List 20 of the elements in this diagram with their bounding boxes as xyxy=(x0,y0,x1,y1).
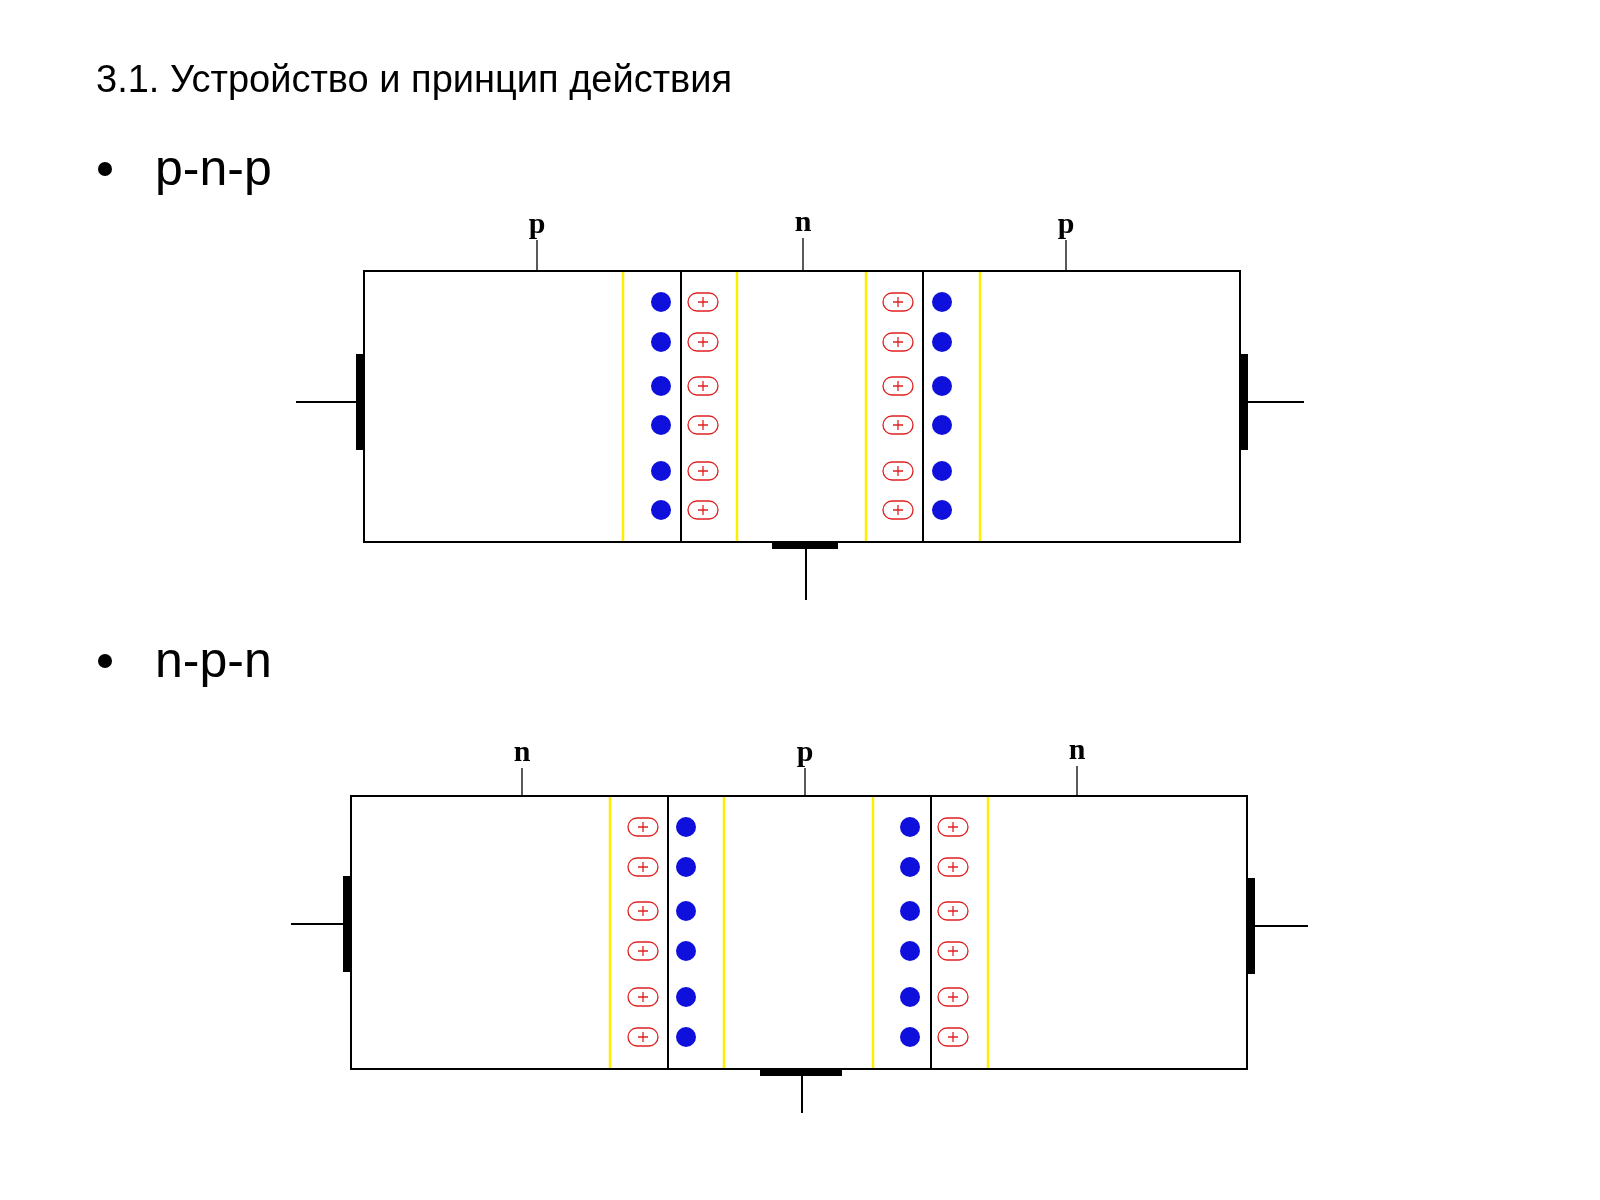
semiconductor-region xyxy=(930,795,1248,1070)
region-label: n xyxy=(794,206,812,236)
leader-line xyxy=(521,767,523,796)
semiconductor-region xyxy=(363,270,682,543)
region-label: n xyxy=(513,736,531,766)
semiconductor-region xyxy=(667,795,932,1070)
semiconductor-region xyxy=(350,795,669,1070)
leader-line xyxy=(804,767,806,796)
leader-line xyxy=(802,237,804,271)
leader-line xyxy=(536,239,538,271)
leader-line xyxy=(1065,239,1067,271)
section-heading: p-n-p xyxy=(155,140,272,196)
region-label: p xyxy=(528,208,546,238)
region-label: p xyxy=(796,736,814,766)
region-label: p xyxy=(1057,208,1075,238)
semiconductor-region xyxy=(922,270,1241,543)
leader-line xyxy=(1076,765,1078,796)
region-label: n xyxy=(1068,734,1086,764)
slide-title: 3.1. Устройство и принцип действия xyxy=(96,58,733,101)
section-heading: n-p-n xyxy=(155,632,272,688)
